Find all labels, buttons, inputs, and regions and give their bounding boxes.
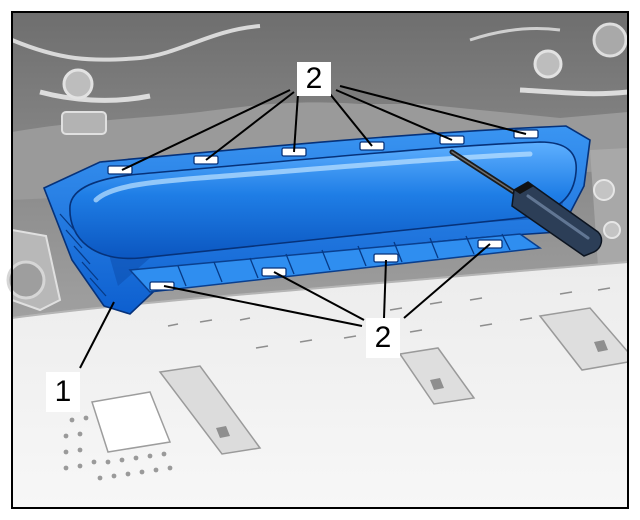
callout-label: 1 [54, 375, 72, 408]
callout-part-2-top: 2 [297, 62, 331, 96]
screwdriver-icon [449, 149, 603, 257]
callout-label: 2 [305, 62, 323, 95]
callout-part-1: 1 [46, 372, 80, 412]
underbody-panel [11, 261, 629, 509]
callout-label: 2 [374, 321, 392, 354]
highlighted-component [42, 125, 591, 315]
figure-border [11, 11, 629, 509]
callout-part-2-bottom: 2 [366, 318, 400, 358]
leader-lines [79, 85, 527, 369]
